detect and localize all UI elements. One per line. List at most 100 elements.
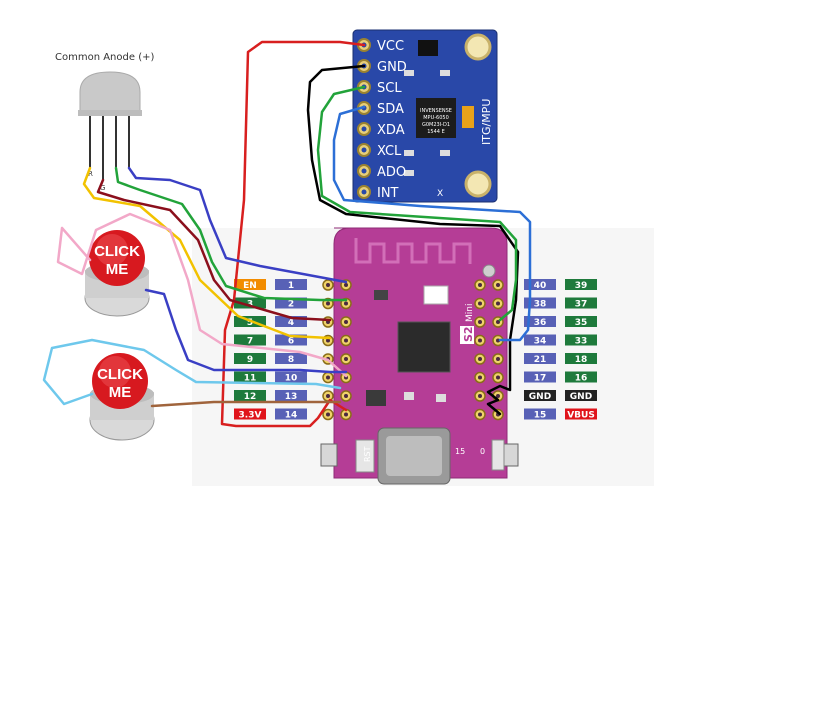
right-pin-badge [524,279,556,290]
right-pin-label: 35 [575,318,588,328]
board-name-mini: Mini [465,304,475,322]
left-pin-badge [234,390,266,401]
mpu-pin-header: VCC GND SCL SDA XDA XCL ADO INT [357,38,407,201]
right-pin-label: 40 [534,281,547,291]
board-led-label: 15 [455,447,465,456]
wires [42,40,532,428]
left-pin-badge [275,371,307,383]
left-pin-badge [275,297,307,309]
right-pin-badge [565,334,597,346]
left-pin-label: 11 [244,374,257,384]
left-pin-label: 14 [285,411,298,421]
left-pin-label: 10 [285,374,298,384]
right-pin-badge [565,353,597,364]
right-pin-label: 17 [534,374,547,384]
right-pin-badge [524,353,556,364]
left-pin-badge [275,353,307,364]
left-pin-badge [275,279,307,290]
mpu-pin-label-ado: ADO [377,165,406,180]
left-pin-badge [275,408,307,420]
wire-led-r-yellow [82,166,332,340]
mpu-chip-line1: INVENSENSE [420,108,452,114]
button-1-label-line1: CLICK [94,243,140,260]
right-pin-badge [565,390,597,401]
left-pin-label: 4 [288,318,294,328]
wire-led-darkred [96,178,332,322]
mpu-pin-label-vcc: VCC [377,39,404,54]
mpu-pin-label-sda: SDA [377,102,404,117]
right-pin-label: 39 [575,281,588,291]
left-pin-badge [234,408,266,420]
wire-scl-green [316,85,518,322]
right-pin-label: GND [529,392,551,402]
mpu-pin-label-xcl: XCL [377,144,402,159]
left-pin-badge [275,316,307,327]
board-io0-label: 0 [480,447,485,456]
mpu-pin-label-int: INT [377,186,399,201]
wire-led-g-green [114,166,348,302]
right-pin-label: 37 [575,300,588,310]
left-pin-label: 1 [288,281,294,291]
left-pin-badge [275,334,307,346]
left-pin-badge [234,297,266,309]
mpu-axis-label: X [437,189,443,199]
right-pin-label: 18 [575,355,588,365]
mpu-vertical-label: ITG/MPU [480,99,493,145]
right-pin-badge [565,316,597,327]
wire-button2-lightblue [42,338,342,406]
right-pin-label: 33 [575,337,588,347]
right-pin-label: 16 [575,374,588,384]
left-pin-label: 2 [288,300,294,310]
wire-led-b-navy [127,166,348,284]
wire-button2-brown [150,400,342,408]
left-pin-badge [234,334,266,346]
left-pin-label: 13 [285,392,298,402]
wire-sda-blue [332,105,532,342]
mpu-chip-line2: MPU-6050 [423,115,449,121]
board-name-tag: S2 [462,326,475,342]
mpu-chip-line4: 1544 E [427,129,444,135]
right-pin-label: 38 [534,300,547,310]
left-pin-badge [234,353,266,364]
right-pin-label: 15 [534,411,547,421]
board-rst-label: RST [363,446,372,462]
mpu-pin-label-gnd: GND [377,60,407,75]
right-pin-badge [524,316,556,327]
right-pin-badge [565,371,597,383]
mpu-chip-line3: G0M23I-D1 [422,122,450,128]
left-pin-badge [234,371,266,383]
mpu-pin-label-xda: XDA [377,123,405,138]
wire-vcc-red [220,40,366,428]
right-pin-label: VBUS [567,411,595,421]
right-pin-label: 21 [534,355,547,365]
left-pin-badge [234,279,266,290]
button-1-label-line2: ME [106,261,129,278]
left-pin-label: 6 [288,337,294,347]
right-pin-badge [565,279,597,290]
left-pin-label: 3 [247,300,253,310]
right-pin-label: 34 [534,337,547,347]
mpu6050-module: INVENSENSE MPU-6050 G0M23I-D1 1544 E ITG… [352,29,498,203]
left-pin-label: 8 [288,355,294,365]
led-pin-g-label: G [100,184,105,192]
left-pin-label: 12 [244,392,257,402]
push-button-2[interactable]: CLICK ME [89,353,155,441]
button-2-label-line2: ME [109,384,132,401]
right-pin-label: 36 [534,318,547,328]
right-pin-badge [524,297,556,309]
esp32-s2-mini-board: S2 Mini RST 15 0 [320,227,519,485]
left-pin-label: 9 [247,355,253,365]
left-pin-badge [275,390,307,401]
right-pin-badge [524,334,556,346]
mpu-pin-label-scl: SCL [377,81,402,96]
right-pin-badge [565,297,597,309]
right-pin-badge [524,408,556,420]
push-button-1[interactable]: CLICK ME [84,230,150,317]
left-pin-label: 3.3V [239,411,262,421]
right-pin-badge [524,390,556,401]
left-pin-label: 5 [247,318,253,328]
right-pin-badge [565,408,597,420]
